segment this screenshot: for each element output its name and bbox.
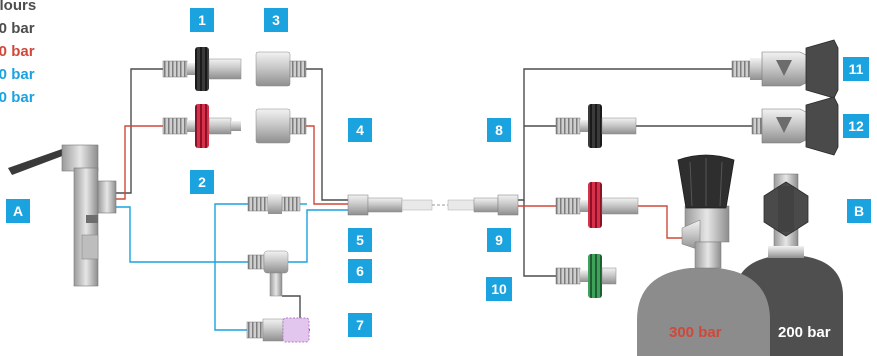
- legend-item-200-bar-blue: 200 bar: [0, 66, 35, 83]
- badge-3: 3: [264, 8, 288, 32]
- blue-line-a: [116, 206, 248, 263]
- hose-5: [347, 194, 448, 216]
- yoke-valve-a: [8, 144, 117, 287]
- badge-9: 9: [487, 228, 511, 252]
- hose-9: [447, 194, 519, 216]
- adapter-2: [162, 104, 241, 148]
- adapter-12: [751, 96, 839, 156]
- gray-line-a-to-1: [116, 68, 163, 194]
- blue-line-7-loop: [214, 203, 248, 331]
- legend-item-200-bar-gray: 200 bar: [0, 20, 35, 37]
- connection-lines: [116, 68, 752, 331]
- adapter-11: [731, 39, 839, 99]
- badge-1: 1: [190, 8, 214, 32]
- fitting-green-knob: [555, 254, 617, 298]
- gray-line-to-11: [518, 68, 732, 201]
- adapter-6-upper: [247, 194, 301, 214]
- badge-b: B: [847, 199, 871, 223]
- adapter-3: [255, 51, 307, 87]
- badge-5: 5: [348, 228, 372, 252]
- fitting-red-knob: [555, 182, 639, 228]
- legend-title: colours: [0, 0, 37, 14]
- badge-a: A: [6, 199, 30, 223]
- colour-legend: colours 200 bar 300 bar 200 bar 300 bar: [0, 0, 36, 109]
- badge-4: 4: [348, 118, 372, 142]
- badge-7: 7: [348, 313, 372, 337]
- badge-10: 10: [486, 277, 512, 301]
- adapter-7: [246, 317, 310, 343]
- badge-11: 11: [843, 57, 869, 81]
- gray-line-3-to-5: [306, 68, 348, 201]
- red-line-a-to-2: [116, 125, 163, 200]
- gray-line-to-10: [523, 200, 556, 277]
- bottle-300-bar: [637, 154, 770, 356]
- red-line-4-to-5: [306, 125, 348, 205]
- badge-6: 6: [348, 259, 372, 283]
- adapter-6-tee: [247, 250, 289, 297]
- badge-2: 2: [190, 170, 214, 194]
- legend-item-300-bar-blue: 300 bar: [0, 89, 35, 106]
- badge-8: 8: [487, 118, 511, 142]
- blue-line-6: [288, 209, 348, 263]
- adapter-1: [162, 47, 242, 91]
- red-line-to-valve: [638, 205, 682, 239]
- bottle-label-200-bar: 200 bar: [778, 324, 831, 341]
- legend-item-300-bar-red: 300 bar: [0, 43, 35, 60]
- fitting-black-knob: [555, 104, 637, 148]
- badge-12: 12: [843, 114, 869, 138]
- bottle-label-300-bar: 300 bar: [669, 324, 722, 341]
- adapter-4: [255, 108, 307, 144]
